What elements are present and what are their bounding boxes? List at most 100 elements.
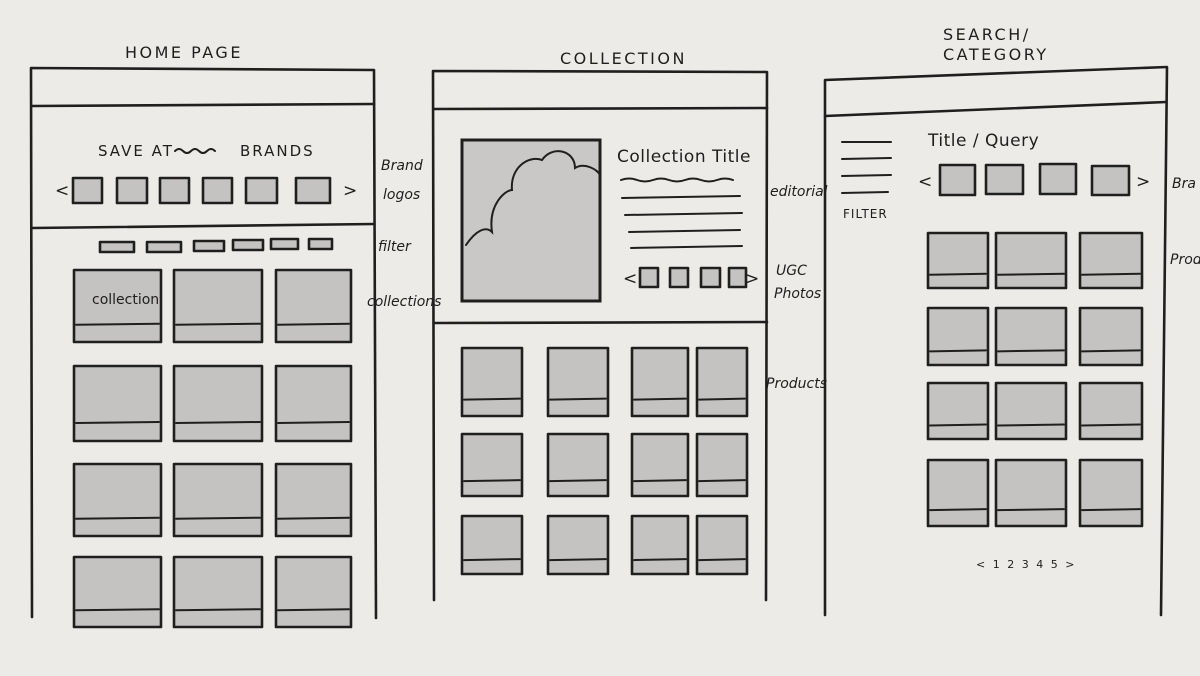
annotation-products: Products [766, 376, 827, 392]
product-tile [460, 514, 524, 576]
search-product-tile [994, 381, 1068, 441]
collection-editorial-divider [432, 320, 769, 325]
search-product-tile [1078, 231, 1144, 290]
editorial-text-line [630, 245, 743, 249]
collection-tile [274, 364, 353, 443]
collection-header-divider [432, 106, 769, 111]
search-product-tile [926, 381, 990, 441]
search-phone-frame [823, 65, 1169, 617]
search-brand-logo [938, 163, 977, 197]
annotation-search-products: Prod [1170, 252, 1200, 268]
product-tile [695, 514, 749, 576]
home-page-wireframe: HOME PAGE SAVE AT BRANDS < > collection [29, 43, 378, 629]
home-filter-chip [98, 240, 136, 254]
ugc-photo [699, 266, 722, 289]
product-tile [695, 432, 749, 498]
collection-phone-frame [431, 69, 769, 602]
product-tile [630, 346, 690, 418]
annotation-filter: filter [378, 239, 412, 255]
home-hero-divider [30, 222, 376, 230]
home-brand-logo [244, 176, 279, 205]
home-brand-logo [71, 176, 104, 205]
search-brand-logo [1090, 164, 1131, 197]
product-tile [630, 514, 690, 576]
search-brand-next-arrow: > [1136, 172, 1151, 192]
product-tile [630, 432, 690, 498]
search-product-tile [994, 458, 1068, 528]
home-brand-prev-arrow: < [55, 181, 70, 201]
search-product-tile [1078, 306, 1144, 367]
search-products-grid [926, 231, 1144, 528]
search-category-wireframe: SEARCH/ CATEGORY FILTER Title / Query < … [823, 25, 1169, 617]
search-brand-logo [984, 163, 1025, 196]
search-header-divider [823, 100, 1168, 118]
home-collection-tile-label: collection [92, 292, 159, 308]
home-brand-logo [294, 176, 332, 205]
product-tile [460, 346, 524, 418]
home-filter-chip [269, 237, 300, 251]
search-brand-prev-arrow: < [918, 172, 933, 192]
collection-tile [72, 555, 163, 629]
collection-tile [72, 462, 163, 538]
collection-wireframe: COLLECTION Collection Title < > [431, 49, 769, 602]
home-brand-next-arrow: > [343, 181, 358, 201]
annotation-search-brands: Bra [1172, 176, 1196, 192]
collection-tile [72, 364, 163, 443]
collection-tile [172, 462, 264, 538]
search-product-tile [994, 231, 1068, 290]
collection-tile [172, 555, 264, 629]
collection-tile [274, 268, 353, 344]
home-filter-chip [192, 239, 226, 253]
annotation-ugc-1: UGC [776, 263, 807, 279]
home-filter-chip [231, 238, 265, 252]
ugc-next-arrow: > [745, 269, 760, 289]
search-page-title-1: SEARCH/ [943, 25, 1031, 44]
collection-tile [172, 364, 264, 443]
annotation-ugc-2: Photos [774, 286, 821, 302]
collection-tile [274, 555, 353, 629]
collection-heading: Collection Title [617, 147, 751, 167]
search-product-tile [926, 306, 990, 367]
annotation-editorial: editorial [770, 184, 828, 200]
home-brand-logo [115, 176, 149, 205]
pagination[interactable]: < 1 2 3 4 5 > [976, 558, 1076, 571]
search-product-tile [994, 306, 1068, 367]
product-tile [546, 346, 610, 418]
collection-annotations: editorial UGC Photos Products [766, 184, 828, 392]
annotation-collections: collections [367, 294, 441, 310]
home-phone-frame [29, 66, 378, 620]
product-tile [546, 432, 610, 498]
product-tile [695, 346, 749, 418]
collection-tile [72, 268, 163, 344]
ugc-photo [638, 266, 660, 289]
editorial-text-line [628, 229, 741, 233]
home-hero-brands: BRANDS [240, 142, 315, 160]
editorial-squiggle [620, 177, 734, 183]
cloud-icon [465, 150, 601, 246]
collection-hero-image [460, 138, 602, 303]
product-tile [546, 514, 610, 576]
search-product-tile [926, 231, 990, 290]
search-heading: Title / Query [927, 131, 1039, 151]
ugc-photo [727, 266, 748, 289]
collection-products-grid [460, 346, 749, 576]
home-brand-logo [201, 176, 234, 205]
home-filter-chip [307, 237, 334, 251]
ugc-prev-arrow: < [623, 269, 638, 289]
home-annotations: Brand logos filter collections [367, 158, 441, 310]
editorial-text-line [624, 212, 743, 216]
annotation-brand-logos-1: Brand [381, 158, 423, 174]
filter-menu-icon [841, 141, 892, 194]
home-page-title: HOME PAGE [125, 43, 243, 62]
annotation-brand-logos-2: logos [383, 187, 420, 203]
search-page-title-2: CATEGORY [943, 45, 1049, 64]
product-tile [460, 432, 524, 498]
search-annotations: Bra Prod [1170, 176, 1200, 268]
collection-tile [172, 268, 264, 344]
home-hero-squiggle [174, 148, 216, 154]
collection-tile [274, 462, 353, 538]
home-collections-grid [72, 268, 353, 629]
search-product-tile [926, 458, 990, 528]
